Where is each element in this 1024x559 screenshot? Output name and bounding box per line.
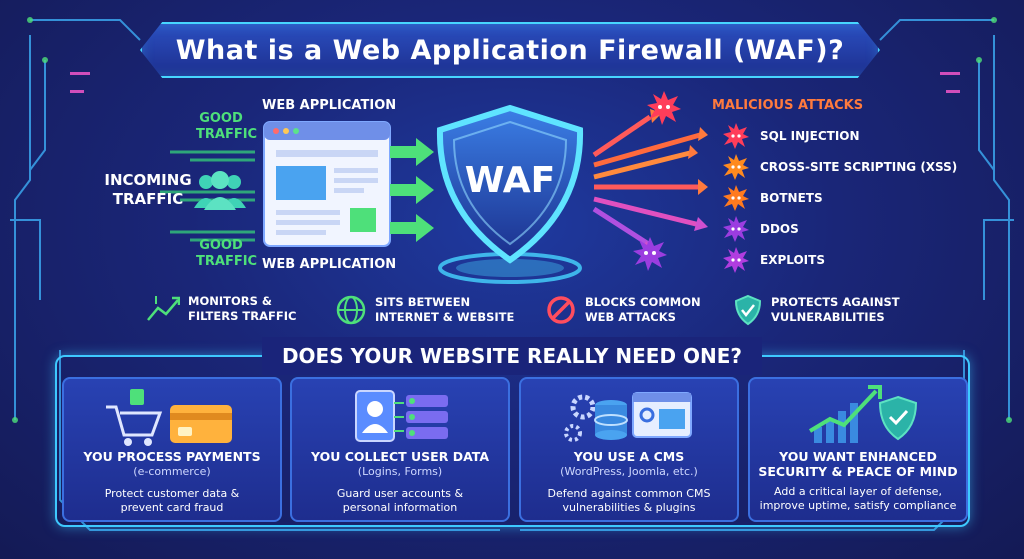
cms-gear-icon [564, 392, 692, 442]
chart-arrows-icon [147, 296, 180, 321]
card-description: Guard user accounts &personal informatio… [336, 487, 464, 514]
card-payments: You Process Payments (e-commerce) Protec… [62, 377, 282, 522]
card-subtitle: (WordPress, Joomla, etc.) [560, 465, 698, 478]
web-application-top-label: Web Application [262, 98, 397, 113]
virus-icon [633, 237, 667, 271]
title-banner: What is a Web Application Firewall (WAF)… [140, 22, 880, 78]
malicious-attacks-title: Malicious Attacks [712, 98, 864, 113]
inbound-arrows [390, 138, 434, 242]
attack-item-sql: SQL Injection [722, 122, 860, 150]
good-traffic-top-label: GoodTraffic [196, 111, 258, 142]
card-user-data: You Collect User Data (Logins, Forms) Gu… [290, 377, 510, 522]
attack-item-xss: Cross-Site Scripting (XSS) [722, 153, 957, 181]
virus-icon [723, 154, 749, 180]
feature-protects: Protects AgainstVulnerabilities [733, 294, 900, 326]
waf-label: WAF [464, 160, 556, 201]
growth-shield-icon [808, 385, 918, 443]
cart-card-icon [106, 389, 232, 446]
card-heading: You Use a CMS [573, 449, 685, 464]
user-form-icon [355, 390, 448, 442]
waf-shield-icon [436, 104, 584, 284]
virus-icon [647, 91, 681, 125]
card-subtitle: (Logins, Forms) [357, 465, 443, 478]
virus-icon [723, 185, 749, 211]
users-icon [194, 171, 246, 210]
block-icon [547, 296, 575, 324]
globe-network-icon [336, 295, 366, 325]
card-heading: You Collect User Data [310, 449, 490, 464]
card-cms: You Use a CMS (WordPress, Joomla, etc.) … [519, 377, 739, 522]
feature-blocks: Blocks CommonWeb Attacks [545, 294, 701, 326]
incoming-traffic-label: IncomingTraffic [104, 171, 192, 208]
card-subtitle: (e-commerce) [133, 465, 211, 478]
feature-sits-between: Sits BetweenInternet & Website [335, 294, 514, 326]
virus-icon [723, 247, 749, 273]
card-description: Add a critical layer of defense,improve … [759, 485, 957, 512]
browser-window-icon [263, 121, 391, 247]
web-application-bottom-label: Web Application [262, 257, 397, 272]
page-title: What is a Web Application Firewall (WAF)… [175, 34, 845, 66]
virus-icon [723, 123, 749, 149]
shield-check-icon [734, 294, 762, 326]
good-traffic-bottom-label: GoodTraffic [196, 238, 258, 269]
card-description: Protect customer data &prevent card frau… [104, 487, 240, 514]
card-heading: You Want EnhancedSecurity & Peace of Min… [758, 449, 958, 479]
feature-monitors: Monitors &Filters Traffic [146, 294, 296, 324]
card-enhanced-security: You Want EnhancedSecurity & Peace of Min… [748, 377, 968, 522]
need-banner: Does Your Website Really Need One? [262, 337, 762, 375]
attack-item-exploits: Exploits [722, 246, 825, 274]
attack-item-botnets: Botnets [722, 184, 823, 212]
need-title: Does Your Website Really Need One? [281, 344, 743, 368]
attack-item-ddos: DDoS [722, 215, 799, 243]
virus-icon [723, 216, 749, 242]
card-heading: You Process Payments [83, 449, 261, 464]
